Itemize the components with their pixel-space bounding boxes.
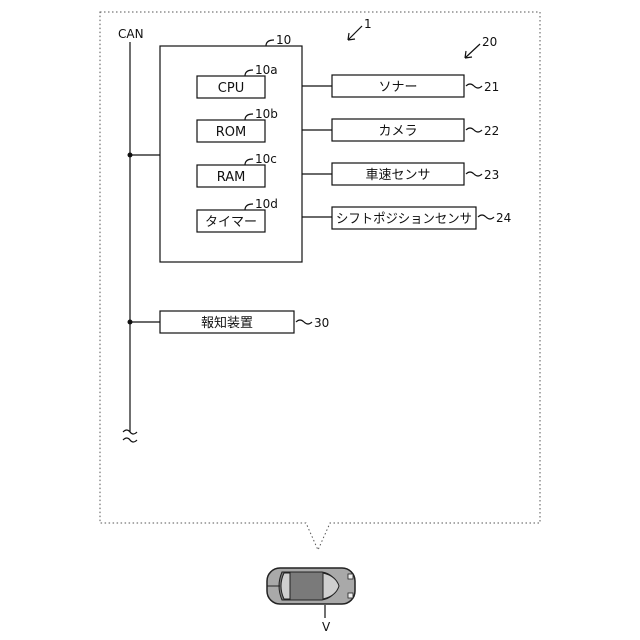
speed-sensor-label: 車速センサ — [365, 168, 430, 183]
cpu-label: CPU — [218, 81, 244, 96]
speed-sensor-ref: 23 — [484, 168, 499, 182]
vehicle-ref: 20 — [482, 35, 497, 49]
timer-ref: 10d — [255, 197, 278, 211]
camera-label: カメラ — [378, 124, 417, 139]
car-label: V — [322, 620, 331, 634]
ram-label: RAM — [217, 170, 246, 185]
notification-device-ref: 30 — [314, 316, 329, 330]
camera-ref: 22 — [484, 124, 499, 138]
system-ref: 1 — [364, 17, 372, 31]
shift-position-sensor-ref: 24 — [496, 211, 511, 225]
notification-device-label: 報知装置 — [201, 315, 253, 331]
ecu-ref: 10 — [276, 33, 291, 47]
sonar-ref: 21 — [484, 80, 499, 94]
rom-label: ROM — [216, 125, 246, 140]
car-topview-icon — [267, 568, 355, 604]
ram-ref: 10c — [255, 152, 277, 166]
sonar-label: ソナー — [378, 80, 417, 95]
timer-label: タイマー — [205, 215, 257, 230]
rom-ref: 10b — [255, 107, 278, 121]
can-bus-label: CAN — [118, 27, 144, 41]
shift-position-sensor-label: シフトポジションセンサ — [336, 212, 472, 227]
cpu-ref: 10a — [255, 63, 278, 77]
